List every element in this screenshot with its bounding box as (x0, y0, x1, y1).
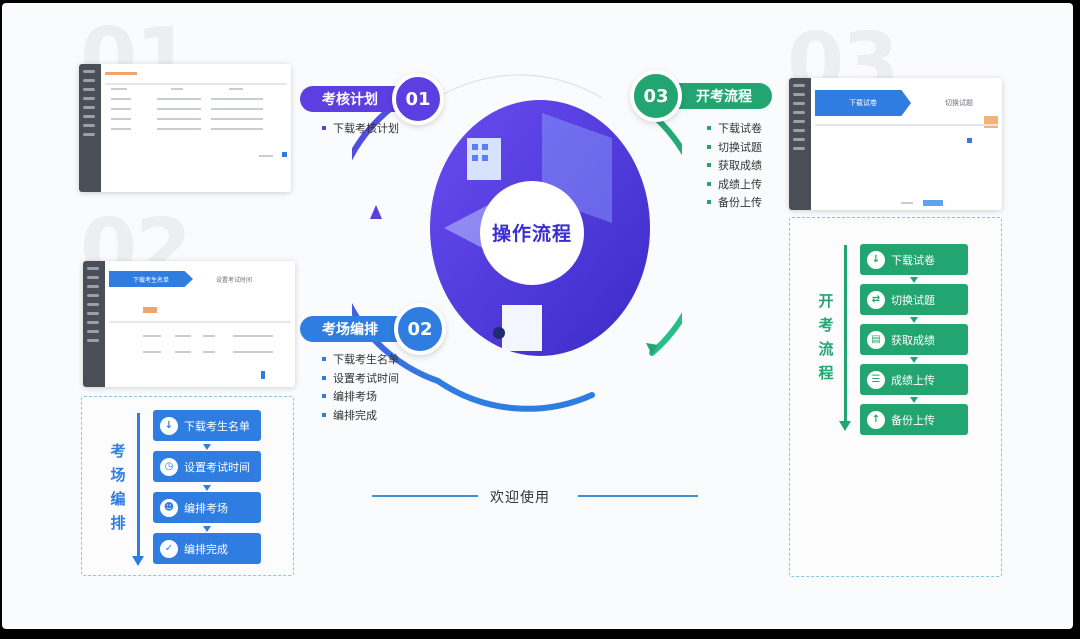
flow-step-set-exam-time: ◷设置考试时间 (153, 451, 261, 482)
thumb3-tab-active: 下载试卷 (815, 90, 911, 116)
flow-step-download-paper: ↓下载试卷 (860, 244, 968, 275)
welcome-line-left (372, 495, 478, 497)
ring-arrow-left (370, 205, 382, 219)
welcome-line-right (578, 495, 698, 497)
canvas: 01 02 03 (2, 3, 1073, 629)
section-number-03: 03 (643, 85, 669, 107)
flow-arrow-right (839, 245, 851, 431)
list-item: 下载考生名单 (322, 350, 399, 369)
thumb2-tab-next: 设置考试时间 (215, 276, 252, 284)
list-item: 成绩上传 (707, 175, 762, 194)
flow-step-switch-questions: ⇄切换试题 (860, 284, 968, 315)
list-item: 切换试题 (707, 138, 762, 157)
ring-right-arc (631, 98, 682, 356)
download-icon: ↓ (867, 250, 885, 269)
flow-title-exam-process: 开考流程 (818, 292, 834, 382)
list-item: 获取成绩 (707, 156, 762, 175)
ring-top-arc (431, 74, 603, 102)
section-number-01: 01 (405, 88, 431, 110)
flow-panel-exam-process (789, 217, 1002, 577)
section-list-01: 下载考核计划 (322, 119, 399, 138)
switch-icon: ⇄ (867, 290, 885, 309)
section-title-02: 考场编排 (322, 322, 378, 338)
flow-step-download-candidates: ↓下载考生名单 (153, 410, 261, 441)
center-circle (480, 181, 584, 285)
flow-title-exam-arrangement: 考场编排 (110, 442, 126, 532)
section-number-02: 02 (407, 318, 433, 340)
list-item: 编排完成 (322, 406, 399, 425)
list-item: 下载考核计划 (322, 119, 399, 138)
section-list-02: 下载考生名单 设置考试时间 编排考场 编排完成 (322, 350, 399, 424)
thumb3-tab-next: 切换试题 (945, 99, 973, 107)
ring-arrow-right (646, 343, 658, 355)
flow-step-upload-scores: ☰成绩上传 (860, 364, 968, 395)
list-item: 备份上传 (707, 193, 762, 212)
section-title-01: 考核计划 (322, 92, 378, 108)
center-title: 操作流程 (491, 223, 572, 245)
ring-bottom-arc (435, 378, 595, 412)
document-icon: ▤ (867, 330, 885, 349)
list-item: 下载试卷 (707, 119, 762, 138)
section-list-03: 下载试卷 切换试题 获取成绩 成绩上传 备份上传 (707, 119, 762, 212)
list-icon: ☰ (867, 370, 885, 389)
check-icon: ✓ (160, 539, 178, 558)
section-badge-01: 01 (392, 73, 444, 125)
clock-icon: ◷ (160, 457, 178, 476)
screenshot-thumbnail-01 (79, 64, 291, 192)
section-badge-02: 02 (394, 303, 446, 355)
person-board-illustration (502, 305, 542, 351)
users-icon: ☻ (160, 498, 178, 517)
thumb2-tab-active: 下载考生名单 (109, 271, 193, 287)
upload-icon: ↑ (867, 410, 885, 429)
list-item: 编排考场 (322, 387, 399, 406)
list-item: 设置考试时间 (322, 369, 399, 388)
flow-step-arrangement-complete: ✓编排完成 (153, 533, 261, 564)
flow-step-arrange-rooms: ☻编排考场 (153, 492, 261, 523)
section-badge-03: 03 (630, 70, 682, 122)
section-title-03: 开考流程 (696, 89, 752, 105)
flow-step-get-scores: ▤获取成绩 (860, 324, 968, 355)
flow-step-backup-upload: ↑备份上传 (860, 404, 968, 435)
download-icon: ↓ (160, 416, 178, 435)
screenshot-thumbnail-03: 下载试卷 切换试题 (789, 78, 1002, 210)
screenshot-thumbnail-02: 下载考生名单 设置考试时间 (83, 261, 295, 387)
flow-arrow-left (132, 413, 144, 566)
welcome-text: 欢迎使用 (490, 490, 550, 506)
